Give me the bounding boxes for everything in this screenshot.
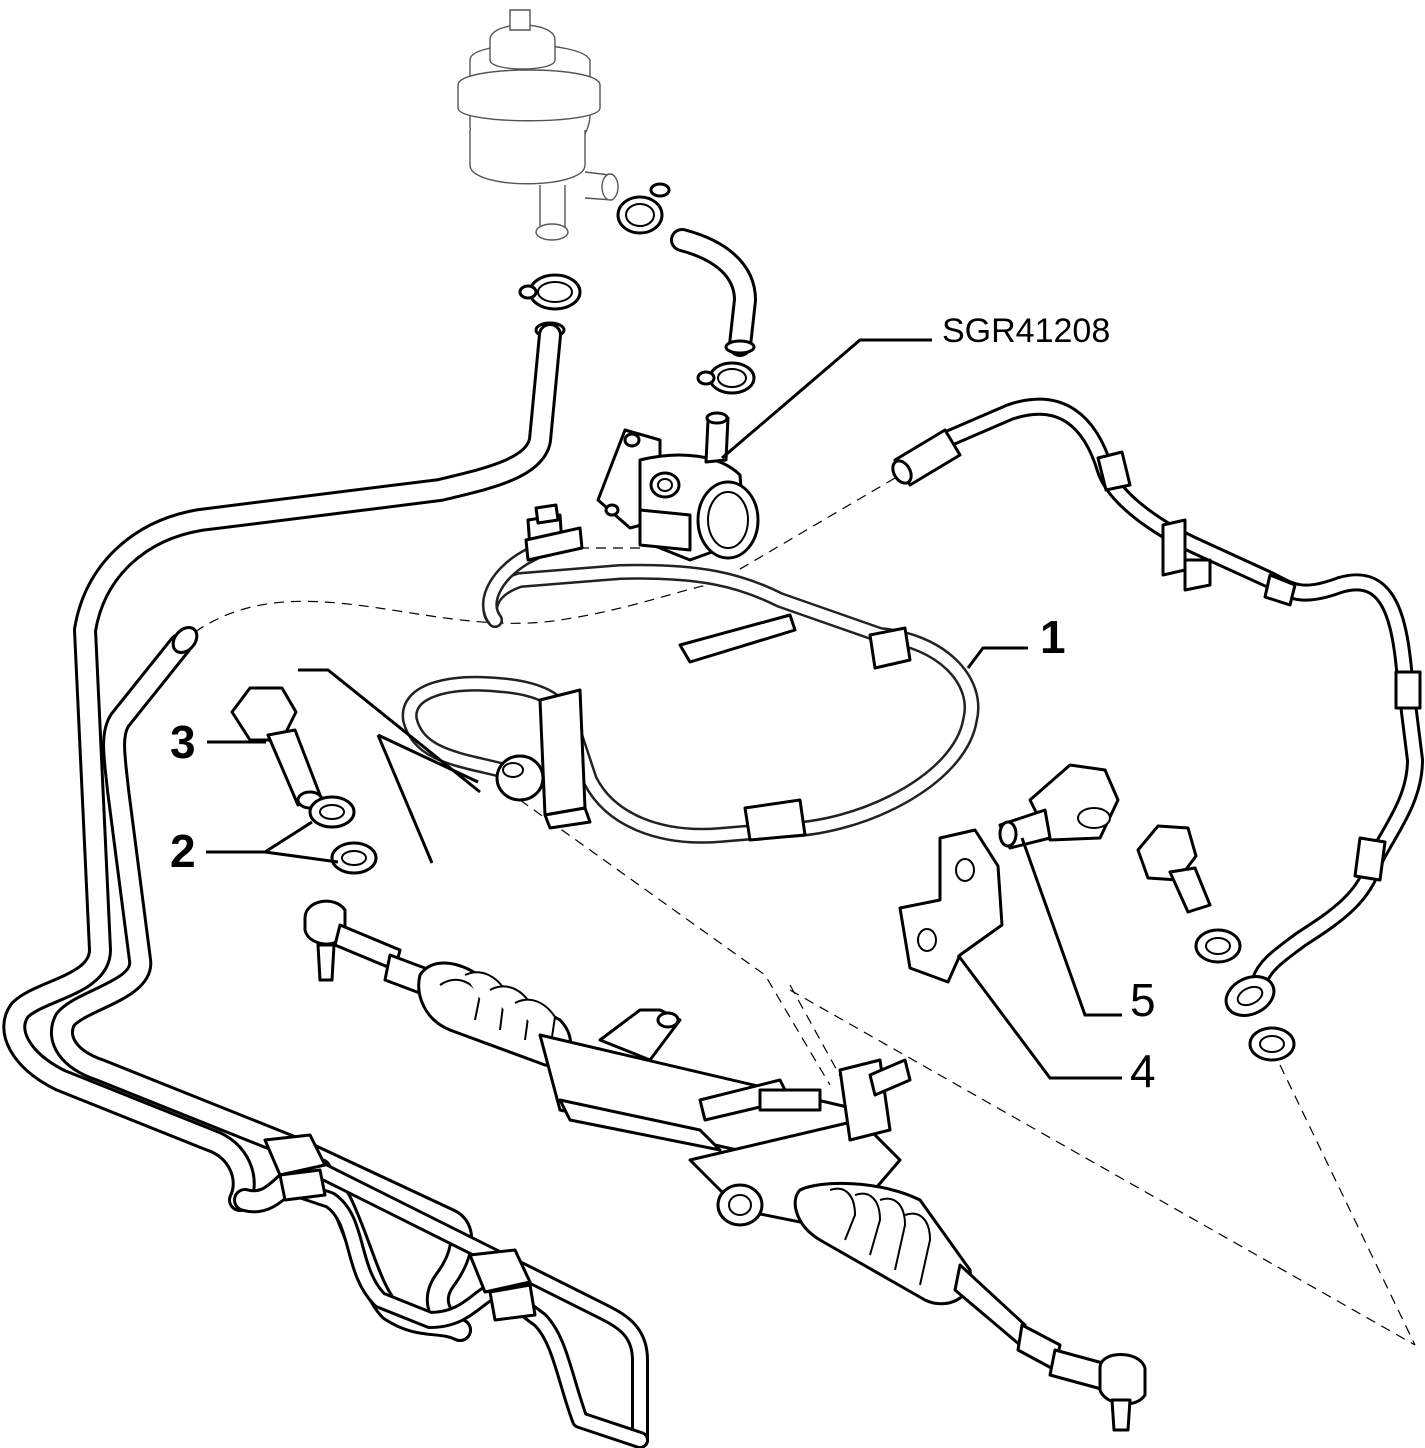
fluid-reservoir [457, 9, 619, 241]
callout-3: 3 [170, 716, 196, 768]
part-1-feed-hose [401, 503, 980, 844]
assembly-dashed-lines [194, 477, 1416, 1346]
callout-5: 5 [1130, 974, 1156, 1026]
callout-4: 4 [1130, 1045, 1156, 1097]
reference-code-label: SGR41208 [942, 312, 1110, 350]
power-steering-pump [596, 411, 760, 562]
callout-1: 1 [1040, 611, 1066, 663]
callout-leader-lines [206, 338, 1122, 1080]
callout-2: 2 [170, 825, 196, 877]
part-4-bracket [898, 828, 1004, 984]
cooler-hose-lower [263, 1133, 649, 1448]
steering-rack [303, 899, 1147, 1432]
pressure-hose-right [891, 397, 1424, 1017]
left-bolt-and-washers [230, 668, 481, 875]
labels: SGR41208 1 2 3 4 5 [170, 312, 1156, 1097]
part-5-fitting [998, 763, 1120, 850]
right-bolt-and-washers [1136, 824, 1296, 1062]
